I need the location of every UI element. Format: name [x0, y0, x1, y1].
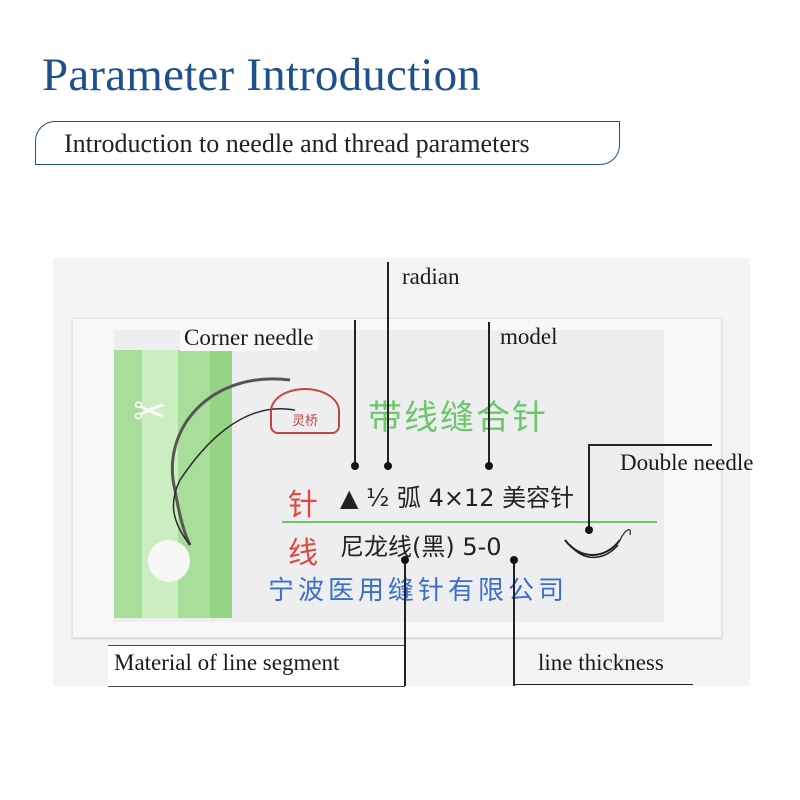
package-hole [148, 540, 190, 582]
model-dot [485, 462, 493, 470]
corner-needle-dot [351, 462, 359, 470]
label-divider [282, 521, 657, 523]
corner-needle-leader [354, 320, 356, 466]
material-leader [404, 560, 406, 686]
double-needle-leader-top [588, 444, 712, 446]
radian-dot [384, 462, 392, 470]
thickness-annotation: line thickness [538, 650, 664, 675]
page-title: Parameter Introduction [42, 49, 481, 101]
thickness-leader-base [513, 684, 693, 685]
thread-spec: 尼龙线(黑) 5-0 [340, 533, 502, 561]
material-callout-frame [108, 645, 405, 687]
material-annotation: Material of line segment [114, 650, 340, 675]
company-name: 宁波医用缝针有限公司 [268, 576, 569, 606]
double-needle-leader [588, 444, 590, 530]
subtitle-frame [35, 121, 620, 165]
double-needle-dot [585, 526, 593, 534]
brand-logo: 灵桥 [270, 388, 340, 434]
page-subtitle: Introduction to needle and thread parame… [64, 129, 530, 158]
thread-label: 线 [288, 536, 318, 571]
corner-needle-annotation: Corner needle [180, 325, 318, 351]
needle-label: 针 [288, 488, 318, 523]
curved-needle-icon [170, 377, 296, 546]
radian-leader [387, 262, 389, 466]
thickness-leader [513, 560, 515, 686]
label-green-edge [210, 350, 232, 618]
radian-annotation: radian [402, 264, 460, 289]
double-needle-icon [564, 528, 631, 559]
product-name: 带线缝合针 [368, 398, 548, 438]
model-leader [488, 322, 490, 466]
material-dot [401, 556, 409, 564]
scissors-icon: ✂ [133, 389, 167, 434]
thickness-dot [510, 556, 518, 564]
double-needle-annotation: Double needle [620, 450, 754, 475]
model-annotation: model [500, 324, 558, 349]
needle-spec: ▲ ½ 弧 4×12 美容针 [340, 484, 575, 512]
